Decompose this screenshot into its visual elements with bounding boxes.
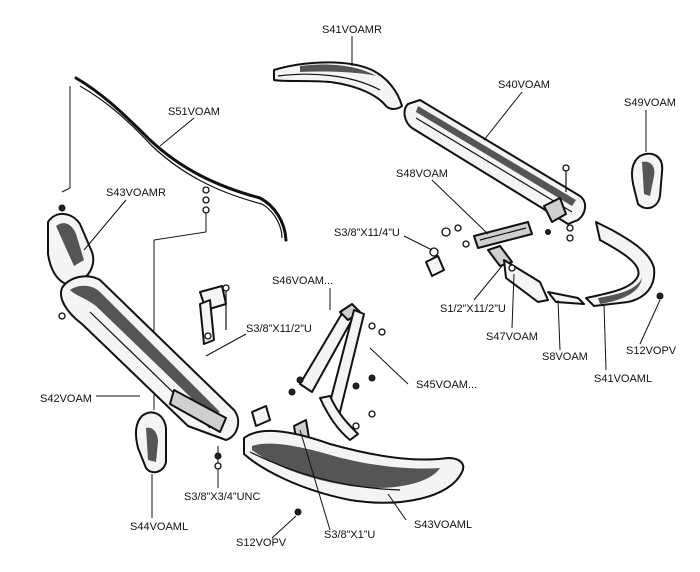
part-s43voaml [243,429,465,504]
part-s43voamr [47,204,95,320]
label-bolt-3-8-x-1-1-2-u: S3/8”X11/2”U [246,323,312,335]
part-front-mount [199,284,230,470]
label-bolt-3-8-x-3-4-unc: S3/8”X3/4”UNC [184,491,260,503]
rear-hardware [545,224,574,242]
part-labels: S41VOAMR S40VOAM S49VOAM S51VOAM S48VOAM… [40,24,677,549]
label-s47voam: S47VOAM [486,331,538,343]
label-s12vopv-right: S12VOPV [626,345,677,357]
label-s44voaml: S44VOAML [130,521,188,533]
label-s46voam: S46VOAM... [272,275,333,287]
label-s49voam: S49VOAM [624,97,676,109]
label-s45voam: S45VOAM... [416,379,477,391]
label-s40voam: S40VOAM [498,79,550,91]
label-s41voamr: S41VOAMR [322,24,382,36]
label-bolt-1-2-x-1-1-2-u: S1/2”X11/2”U [440,303,506,315]
label-s41voaml: S41VOAML [594,373,652,385]
label-s43voamr: S43VOAMR [106,187,166,199]
label-s12vopv-bottom: S12VOPV [236,537,287,549]
part-s41voamr [273,61,403,110]
label-s51voam: S51VOAM [168,106,220,118]
part-s51voam [61,76,288,242]
label-bolt-3-8-x-1-1-4-u: S3/8”X11/4”U [334,227,400,239]
part-rear-mount [425,255,445,277]
part-s40voam [403,99,586,225]
label-s43voaml: S43VOAML [414,519,472,531]
part-s42voam [60,275,240,441]
part-s41voaml [585,221,664,307]
label-bolt-3-8-x-1-u: S3/8”X1”U [324,529,375,541]
part-s44voaml [134,411,167,474]
part-s47voam [487,245,549,303]
part-s45voam [319,309,386,441]
valance-hardware [153,186,210,410]
part-s49voam [631,152,664,210]
leader-lines [83,36,661,539]
label-s42voam: S42VOAM [40,393,92,405]
part-s8voam [547,291,585,305]
label-s48voam: S48VOAM [396,168,448,180]
label-s8voam: S8VOAM [542,351,588,363]
